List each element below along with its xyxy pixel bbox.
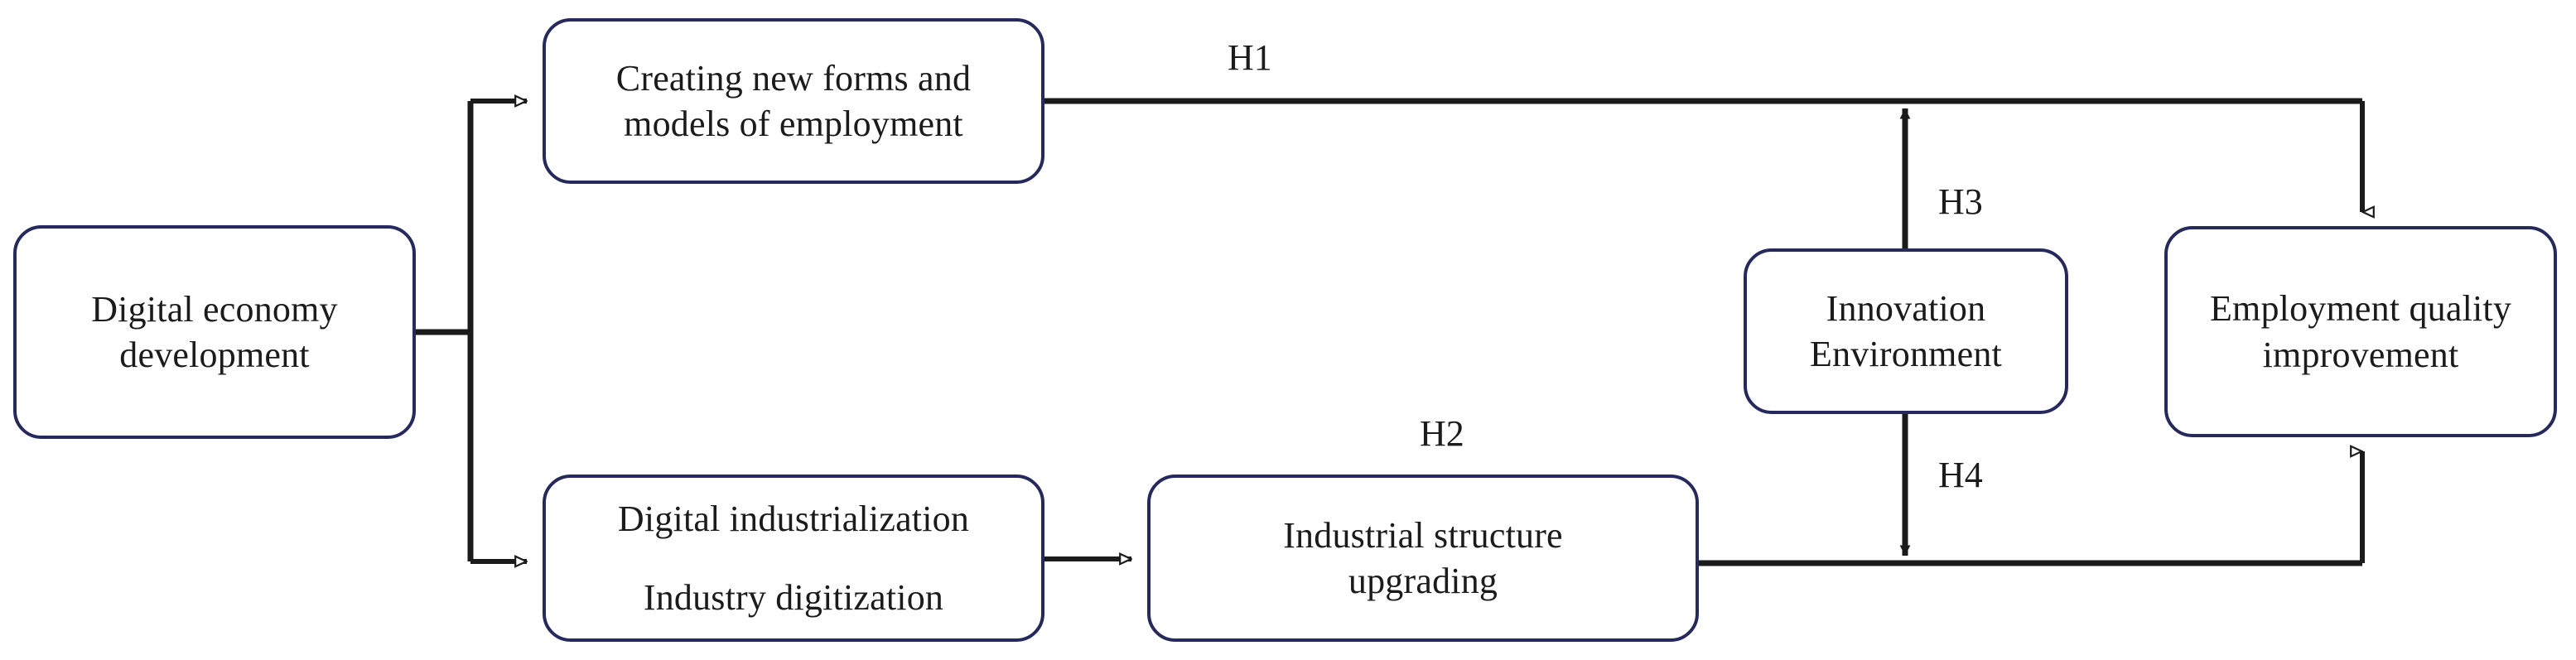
node-innovation-environment[interactable]: Innovation Environment [1744, 248, 2068, 414]
edge-label-h3: H3 [1938, 181, 1983, 222]
node-new-forms-line1: Creating new forms and [615, 57, 972, 99]
node-industrial-structure-line1: Industrial structure [1283, 514, 1563, 556]
node-industry-digitization-line2: Industry digitization [643, 577, 944, 618]
node-employment-quality-improvement[interactable]: Employment quality improvement [2164, 226, 2557, 437]
node-digital-industrialization[interactable]: Digital industrialization Industry digit… [543, 475, 1044, 642]
node-new-forms-line2: models of employment [624, 104, 963, 144]
node-industrial-structure-line2: upgrading [1348, 561, 1498, 601]
edge-label-h2: H2 [1420, 413, 1464, 454]
node-employment-quality-line1: Employment quality [2209, 288, 2512, 330]
node-industrial-structure-upgrading[interactable]: Industrial structure upgrading [1147, 475, 1699, 642]
node-digital-industrialization-line1: Digital industrialization [617, 498, 970, 539]
node-innovation-line2: Environment [1810, 334, 2002, 374]
node-employment-quality-line2: improvement [2262, 334, 2459, 375]
node-digital-economy-line2: development [119, 335, 310, 375]
node-creating-new-forms-of-employment[interactable]: Creating new forms and models of employm… [543, 18, 1044, 184]
node-digital-economy[interactable]: Digital economy development [13, 225, 416, 439]
edge-label-h4: H4 [1938, 455, 1983, 495]
node-digital-economy-line1: Digital economy [91, 288, 338, 330]
node-innovation-line1: Innovation [1826, 287, 1986, 329]
edge-label-h1: H1 [1228, 37, 1272, 78]
